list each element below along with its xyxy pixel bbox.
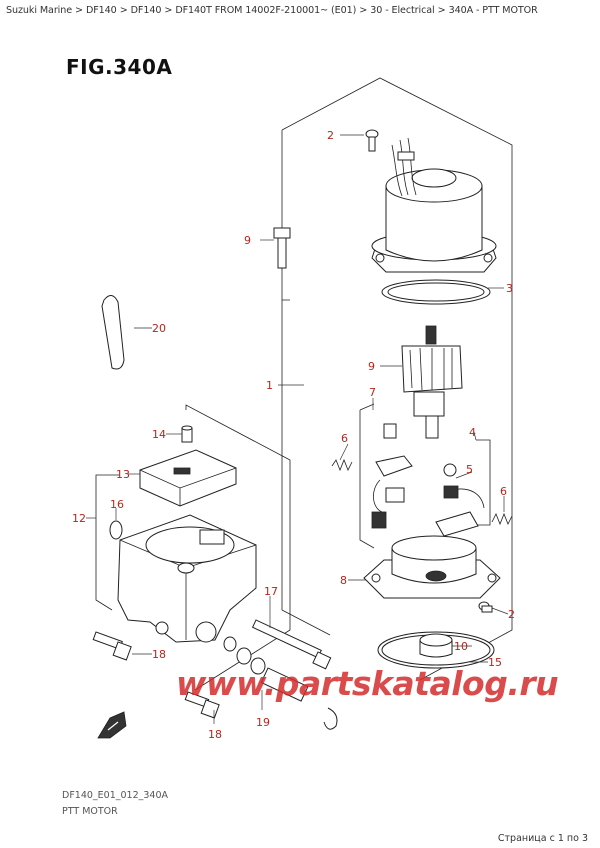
brush-holder-4 xyxy=(435,463,485,537)
assembly-boundary-line xyxy=(281,77,513,681)
figure-title: FIG.340A xyxy=(66,55,173,79)
callout-10: 10 xyxy=(454,640,468,653)
callout-11: 9 xyxy=(244,234,251,247)
breadcrumb-separator: > xyxy=(437,5,446,16)
callout-13: 13 xyxy=(116,468,130,481)
bolt-18-lower xyxy=(184,691,220,719)
callouts: 2 9 3 20 1 9 7 4 6 5 6 8 2 10 15 14 13 1… xyxy=(72,129,515,741)
breadcrumb-separator: > xyxy=(164,5,173,16)
callout-20: 20 xyxy=(152,322,166,335)
band-20 xyxy=(101,295,125,370)
cap-13 xyxy=(139,449,237,507)
bolt-18-left xyxy=(92,631,132,661)
leader-lines xyxy=(86,134,509,724)
spring-6-left xyxy=(331,458,353,472)
breadcrumb-separator: > xyxy=(75,5,83,16)
callout-8: 8 xyxy=(340,574,347,587)
bolt-17 xyxy=(251,619,332,670)
callout-16: 16 xyxy=(110,498,124,511)
housing-12 xyxy=(117,514,257,643)
callout-5: 5 xyxy=(466,463,473,476)
pin-14 xyxy=(181,425,193,443)
callout-3: 3 xyxy=(506,282,513,295)
breadcrumb-item-3[interactable]: DF140 xyxy=(130,5,162,16)
page-counter: Страница с 1 по 3 xyxy=(497,833,588,844)
bracket-13 xyxy=(95,474,120,611)
o-ring-16 xyxy=(109,520,123,540)
callout-6-left: 6 xyxy=(341,432,348,445)
figure-code: DF140_E01_012_340A xyxy=(62,790,169,801)
bracket-4 xyxy=(476,439,491,526)
callout-19: 19 xyxy=(256,716,270,729)
bolt-11 xyxy=(273,227,291,269)
valve-19 xyxy=(223,636,338,730)
callout-15: 15 xyxy=(488,656,502,669)
motor-housing xyxy=(371,137,497,273)
callout-6-right: 6 xyxy=(500,485,507,498)
breadcrumb-separator: > xyxy=(119,5,128,16)
breadcrumb-item-5[interactable]: 30 - Electrical xyxy=(370,5,435,16)
callout-18-lower: 18 xyxy=(208,728,222,741)
brush-holder-7 xyxy=(371,423,413,529)
figure-caption: PTT MOTOR xyxy=(62,806,118,817)
callout-17: 17 xyxy=(264,585,278,598)
plug-10 xyxy=(419,633,453,658)
spring-6-right xyxy=(491,512,513,526)
callout-7: 7 xyxy=(369,386,376,399)
callout-2-lower: 2 xyxy=(508,608,515,621)
bracket-7 xyxy=(359,403,375,549)
callout-9: 9 xyxy=(368,360,375,373)
breadcrumb-item-4[interactable]: DF140T FROM 14002F-210001~ (E01) xyxy=(175,5,357,16)
bolt-2-lower xyxy=(478,601,493,613)
watermark: www.partskatalog.ru xyxy=(176,664,559,703)
breadcrumb-item-1[interactable]: Suzuki Marine xyxy=(6,5,73,16)
callout-12: 12 xyxy=(72,512,86,525)
callout-14: 14 xyxy=(152,428,166,441)
group-boundary-line xyxy=(185,404,291,691)
breadcrumb-separator: > xyxy=(359,5,368,16)
armature-9 xyxy=(401,325,463,439)
callout-1: 1 xyxy=(266,379,273,392)
bolt-2-top xyxy=(365,129,379,152)
breadcrumb: Suzuki Marine>DF140>DF140>DF140T FROM 14… xyxy=(6,5,538,16)
callout-4: 4 xyxy=(469,426,476,439)
end-cap-8 xyxy=(363,535,501,599)
o-ring-gasket-inner xyxy=(387,282,485,302)
forward-arrow-icon xyxy=(97,711,127,739)
callout-2-top: 2 xyxy=(327,129,334,142)
callout-18-left: 18 xyxy=(152,648,166,661)
breadcrumb-item-2[interactable]: DF140 xyxy=(85,5,117,16)
breadcrumb-current: 340A - PTT MOTOR xyxy=(448,5,538,16)
